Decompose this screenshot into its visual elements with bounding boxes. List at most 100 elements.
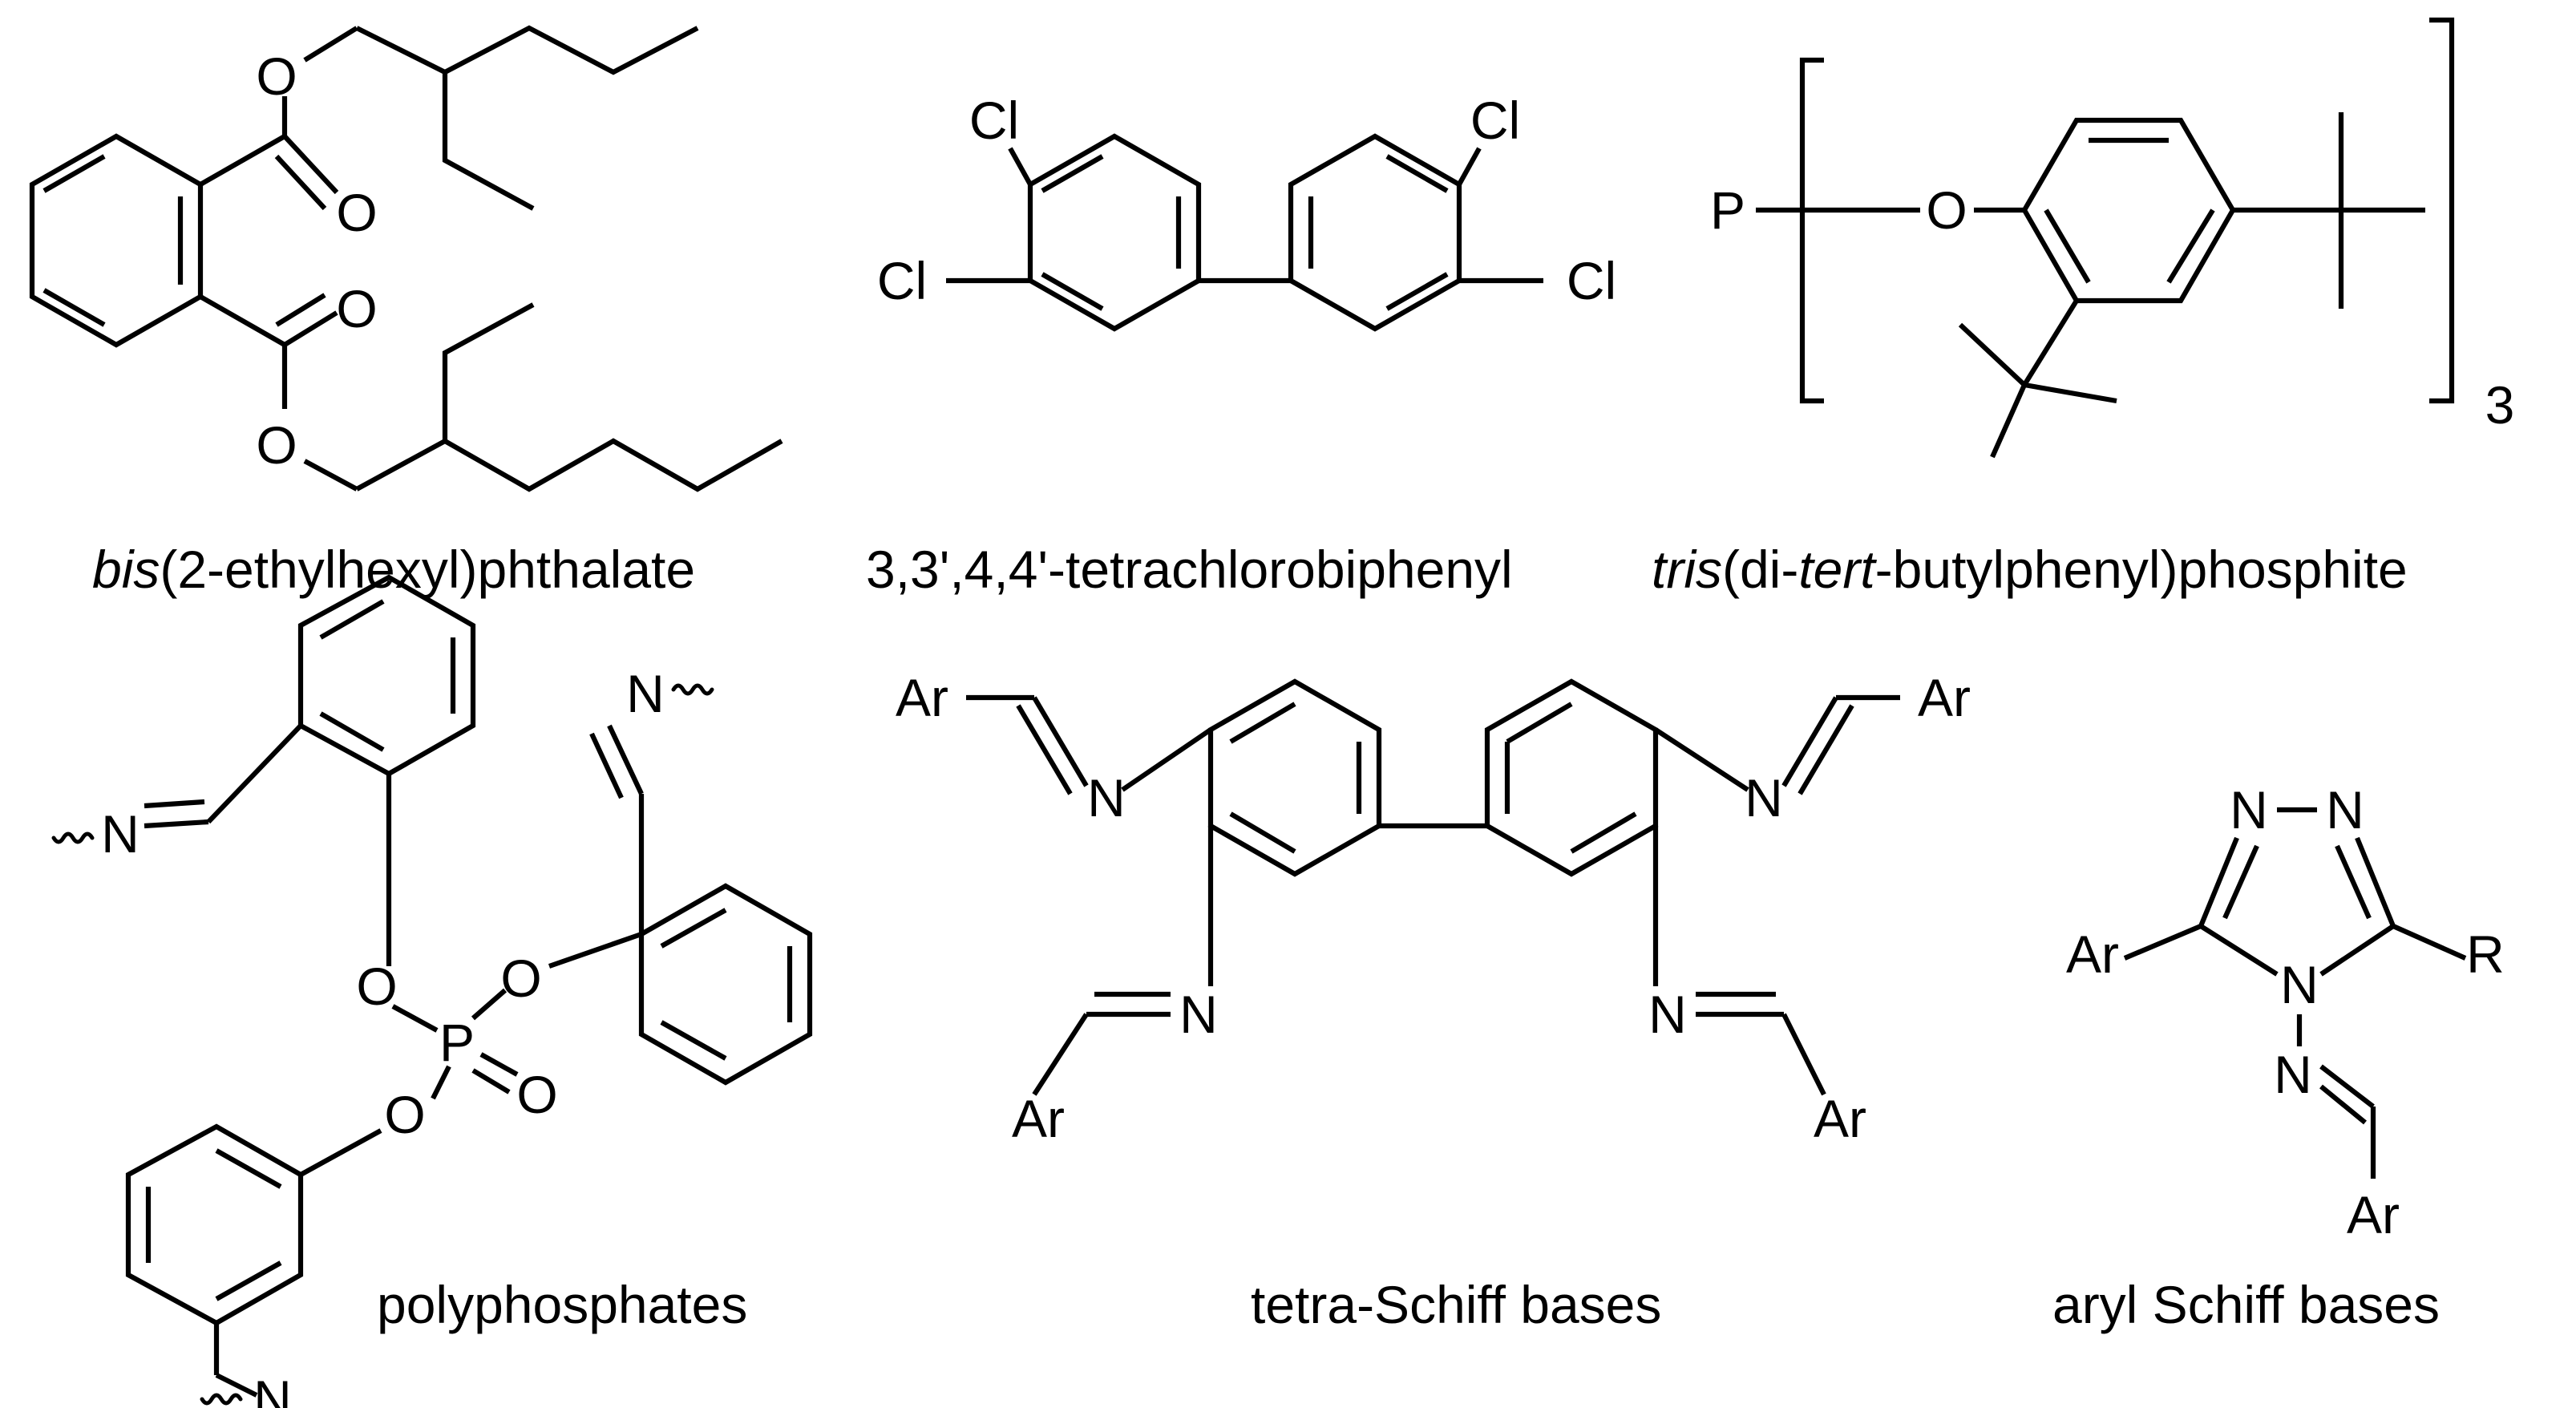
phosphite-ring-double-2 — [2166, 208, 2215, 284]
polyphosphate-imine-ul-cn-2 — [144, 799, 205, 809]
phthalate-upper-ethyl-branch — [442, 72, 535, 211]
atom-oxygen: O — [1926, 180, 1967, 240]
structure-tetrachlorobiphenyl: Cl Cl Cl Cl — [877, 91, 1616, 332]
phosphite-ortho-tbu-arm-1 — [1958, 322, 2027, 387]
atom-oxygen: O — [356, 957, 397, 1016]
caption-tetrachlorobiphenyl: 3,3',4,4'-tetrachlorobiphenyl — [866, 540, 1513, 599]
triazole-left-cn-double-2 — [2222, 844, 2259, 920]
atom-nitrogen: N — [2280, 955, 2319, 1014]
tetra-schiff-left-double-3 — [1229, 811, 1296, 854]
aryl-schiff-cn-double-2 — [2319, 1084, 2367, 1125]
polyphosphate-wavy-bond-left — [51, 831, 95, 844]
biphenyl-cl-bond-right-top — [1457, 147, 1482, 186]
polyphosphate-p-o-lower — [431, 1065, 451, 1100]
triazole-c-ar-bond — [2123, 924, 2202, 961]
polyphosphate-imine-ul-ch — [206, 723, 303, 824]
tetra-schiff-nl-top — [1121, 727, 1212, 792]
polyphosphate-o-ring-right — [548, 932, 643, 969]
atom-chlorine: Cl — [877, 251, 927, 310]
atom-nitrogen: N — [253, 1370, 292, 1408]
polyphosphate-wavy-bond-top — [671, 683, 714, 696]
tetra-schiff-nl-low-car — [1032, 1013, 1089, 1096]
polyphosphate-o-ring-lower — [299, 1128, 382, 1177]
atom-oxygen: O — [256, 47, 297, 106]
repeat-count-label: 3 — [2485, 375, 2515, 435]
phthalate-lower-ethyl-branch — [442, 302, 535, 441]
phthalate-benzene-ring — [29, 133, 204, 348]
atom-aryl: Ar — [2066, 925, 2119, 984]
tetra-schiff-nl-top-cn-2 — [1016, 704, 1073, 795]
atom-nitrogen: N — [2274, 1045, 2312, 1104]
triazole-left-cn-double — [2198, 836, 2239, 928]
phthalate-lower-o-ch2 — [303, 459, 358, 492]
atom-aryl: Ar — [1012, 1089, 1065, 1148]
polyphosphate-imine-r-cn-2 — [589, 732, 624, 799]
polyphosphate-ring-ll-double-1 — [215, 1148, 282, 1189]
biphenyl-left-double-3 — [1041, 154, 1104, 193]
tetra-schiff-nl-top-cn — [1032, 696, 1089, 787]
polyphosphate-ring-right — [638, 883, 813, 1086]
tetra-schiff-left-ring — [1207, 678, 1382, 877]
polyphosphate-p-o-double — [479, 1052, 519, 1077]
phthalate-upper-carbonyl-bond — [199, 134, 286, 187]
polyphosphate-p-o-double-2 — [471, 1068, 511, 1094]
structure-tris-di-tert-butylphenyl-phosphite: P O 3 — [1710, 17, 2515, 459]
biphenyl-right-ring — [1288, 133, 1462, 332]
phthalate-inner-double-bond-2 — [42, 288, 106, 327]
tetra-schiff-right-ring — [1484, 678, 1659, 877]
phosphite-ring-double-3 — [2044, 208, 2091, 284]
atom-r-group: R — [2466, 925, 2505, 984]
polyphosphate-ring-ll-double-3 — [215, 1260, 282, 1301]
polyphosphate-p-o-right — [471, 988, 508, 1021]
triazole-left-c-n4 — [2199, 924, 2279, 977]
atom-phosphorus: P — [439, 1013, 475, 1072]
atom-nitrogen: N — [626, 664, 665, 723]
caption-tetra-schiff-bases: tetra-Schiff bases — [1251, 1275, 1661, 1334]
tetra-schiff-left-double-1 — [1229, 702, 1296, 744]
polyphosphate-ring-r-double-3 — [660, 1020, 727, 1061]
polyphosphate-ring-ul-double-3 — [319, 711, 385, 752]
atom-nitrogen: N — [1648, 985, 1687, 1044]
phthalate-upper-co-double-2 — [274, 154, 327, 211]
atom-oxygen: O — [336, 279, 377, 338]
atom-oxygen: O — [256, 415, 297, 475]
polyphosphate-imine-r-cn — [607, 724, 644, 795]
tetra-schiff-right-double-1 — [1506, 702, 1573, 744]
triazole-c-r-bond — [2392, 924, 2467, 961]
biphenyl-left-double-2 — [1041, 272, 1104, 311]
biphenyl-left-ring — [1027, 133, 1202, 332]
caption-aryl-schiff-bases: aryl Schiff bases — [2052, 1275, 2440, 1334]
caption-bis-2-ethylhexyl-phthalate: bis(2-ethylhexyl)phthalate — [92, 540, 695, 599]
polyphosphate-ring-ul-double-1 — [319, 599, 385, 640]
atom-chlorine: Cl — [969, 91, 1019, 150]
polyphosphate-ring-lower-left — [125, 1123, 304, 1326]
atom-oxygen: O — [500, 949, 541, 1008]
atom-oxygen: O — [336, 183, 377, 242]
caption-polyphosphates: polyphosphates — [377, 1275, 747, 1334]
atom-chlorine: Cl — [1567, 251, 1616, 310]
atom-nitrogen: N — [1745, 768, 1783, 827]
structure-bis-2-ethylhexyl-phthalate: O O O O — [29, 25, 783, 492]
triazole-right-c-n4 — [2319, 924, 2395, 977]
triazole-right-cn-double-2 — [2335, 844, 2372, 920]
aryl-schiff-cn-double — [2319, 1064, 2375, 1109]
phthalate-upper-co-double — [282, 134, 339, 195]
caption-tris-di-tert-butylphenyl-phosphite: tris(di-tert-butylphenyl)phosphite — [1652, 540, 2408, 599]
atom-aryl: Ar — [1918, 668, 1971, 727]
atom-oxygen: O — [516, 1065, 557, 1124]
atom-nitrogen: N — [1087, 768, 1126, 827]
tetra-schiff-nr-top — [1654, 727, 1749, 792]
atom-oxygen: O — [384, 1085, 425, 1144]
atom-nitrogen: N — [1179, 985, 1218, 1044]
phthalate-lower-carbonyl-bond — [199, 294, 286, 347]
atom-nitrogen: N — [2230, 780, 2268, 840]
phthalate-lower-co-double — [283, 310, 338, 347]
phosphite-right-bracket — [2429, 17, 2455, 404]
atom-aryl: Ar — [896, 668, 948, 727]
atom-aryl: Ar — [2347, 1185, 2400, 1244]
phthalate-lower-ethylhexyl-chain — [355, 438, 783, 492]
phosphite-ortho-tbu-arm-2 — [2024, 382, 2117, 404]
tetra-schiff-nr-top-cn-2 — [1798, 704, 1854, 795]
phosphite-left-bracket — [1799, 57, 1824, 404]
